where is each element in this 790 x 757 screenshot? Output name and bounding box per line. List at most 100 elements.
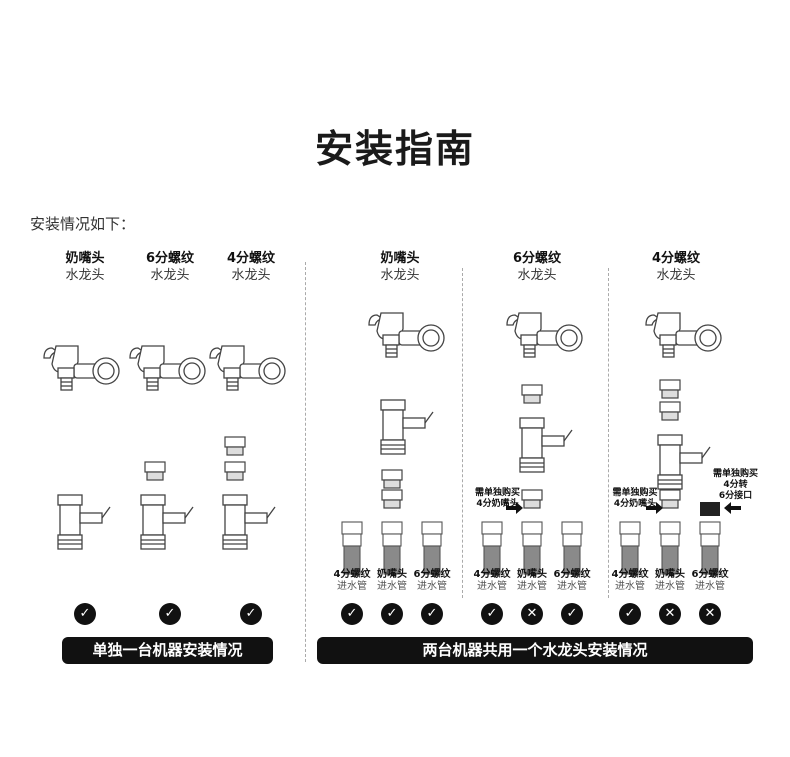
header-line1: 4分螺纹 — [651, 251, 701, 266]
header-line1: 6分螺纹 — [145, 251, 195, 266]
nipple-adapter — [659, 489, 681, 509]
header-nipple-faucet: 奶嘴头水龙头 — [40, 250, 130, 284]
note-line: 需单独购买 — [712, 469, 758, 479]
header-6fen-faucet-shared: 6分螺纹水龙头 — [492, 250, 582, 284]
coupler — [659, 401, 681, 421]
divider — [305, 262, 306, 662]
header-line2: 水龙头 — [231, 268, 271, 283]
inlet-pipe — [561, 521, 583, 575]
shared-faucet-banner: 两台机器共用一个水龙头安装情况 — [317, 637, 753, 664]
adapter-4to6 — [700, 502, 720, 516]
pipe-label-type: 4分螺纹 — [333, 569, 371, 580]
pipe-label-sub: 进水管 — [417, 581, 447, 592]
tee-valve — [222, 494, 276, 550]
inlet-pipe — [481, 521, 503, 575]
header-4fen-faucet-shared: 4分螺纹水龙头 — [631, 250, 721, 284]
check-icon: ✓ — [74, 603, 96, 625]
header-line2: 水龙头 — [517, 268, 557, 283]
header-line1: 奶嘴头 — [380, 251, 420, 266]
pipe-label-type: 4分螺纹 — [473, 569, 511, 580]
inlet-pipe — [699, 521, 721, 575]
intro-text: 安装情况如下： — [30, 215, 136, 233]
inlet-pipe — [619, 521, 641, 575]
header-4fen-faucet: 4分螺纹水龙头 — [206, 250, 296, 284]
inlet-pipe — [421, 521, 443, 575]
check-icon: ✓ — [481, 603, 503, 625]
pipe-label-sub: 进水管 — [557, 581, 587, 592]
nipple-adapter — [521, 489, 543, 509]
arrow-right-icon — [506, 502, 523, 514]
coupler — [381, 489, 403, 509]
single-machine-banner: 单独一台机器安装情况 — [62, 637, 273, 664]
coupler — [659, 379, 681, 399]
check-icon: ✓ — [240, 603, 262, 625]
arrow-right-icon — [646, 502, 663, 514]
faucet-nipple-shared — [368, 312, 445, 358]
faucet-nipple — [43, 345, 120, 391]
coupler — [224, 461, 246, 481]
coupler — [144, 461, 166, 481]
note-line: 4分奶嘴头 — [613, 499, 657, 509]
faucet-4fen — [209, 345, 286, 391]
check-icon: ✓ — [619, 603, 641, 625]
tee-valve — [57, 494, 111, 550]
pipe-label-type: 6分螺纹 — [691, 569, 729, 580]
tee-valve — [519, 417, 573, 473]
tee-valve — [657, 434, 711, 490]
tee-valve — [140, 494, 194, 550]
check-icon: ✓ — [159, 603, 181, 625]
coupler — [224, 436, 246, 456]
faucet-6fen — [129, 345, 206, 391]
header-line2: 水龙头 — [656, 268, 696, 283]
pipe-label: 6分螺纹进水管 — [407, 569, 457, 593]
coupler — [381, 469, 403, 489]
inlet-pipe — [659, 521, 681, 575]
pipe-label-type: 奶嘴头 — [517, 569, 547, 580]
pipe-label: 奶嘴头进水管 — [645, 569, 695, 593]
pipe-label-type: 6分螺纹 — [553, 569, 591, 580]
note-line: 需单独购买 — [474, 488, 520, 498]
pipe-label-sub: 进水管 — [695, 581, 725, 592]
divider — [608, 268, 609, 598]
pipe-label-sub: 进水管 — [477, 581, 507, 592]
pipe-label: 4分螺纹进水管 — [467, 569, 517, 593]
pipe-label-type: 6分螺纹 — [413, 569, 451, 580]
pipe-label: 奶嘴头进水管 — [367, 569, 417, 593]
coupler — [521, 384, 543, 404]
pipe-label: 4分螺纹进水管 — [605, 569, 655, 593]
header-line1: 4分螺纹 — [226, 251, 276, 266]
tee-valve — [380, 399, 434, 455]
cross-icon: ✕ — [659, 603, 681, 625]
check-icon: ✓ — [381, 603, 403, 625]
header-line2: 水龙头 — [150, 268, 190, 283]
inlet-pipe — [341, 521, 363, 575]
header-nipple-faucet-shared: 奶嘴头水龙头 — [355, 250, 445, 284]
pipe-label-sub: 进水管 — [517, 581, 547, 592]
divider — [462, 268, 463, 598]
faucet-4fen-shared — [645, 312, 722, 358]
pipe-label-sub: 进水管 — [337, 581, 367, 592]
header-line2: 水龙头 — [380, 268, 420, 283]
check-icon: ✓ — [341, 603, 363, 625]
pipe-label: 6分螺纹进水管 — [547, 569, 597, 593]
header-line1: 奶嘴头 — [65, 251, 105, 266]
check-icon: ✓ — [421, 603, 443, 625]
pipe-label: 6分螺纹进水管 — [685, 569, 735, 593]
pipe-label-type: 奶嘴头 — [377, 569, 407, 580]
arrow-left-icon — [724, 502, 741, 514]
pipe-label-sub: 进水管 — [377, 581, 407, 592]
pipe-label: 奶嘴头进水管 — [507, 569, 557, 593]
pipe-label-sub: 进水管 — [655, 581, 685, 592]
cross-icon: ✕ — [521, 603, 543, 625]
header-6fen-faucet: 6分螺纹水龙头 — [125, 250, 215, 284]
pipe-label-type: 奶嘴头 — [655, 569, 685, 580]
inlet-pipe — [381, 521, 403, 575]
header-line1: 6分螺纹 — [512, 251, 562, 266]
note-line: 需单独购买 — [612, 488, 658, 498]
pipe-label-sub: 进水管 — [615, 581, 645, 592]
note-line: 4分转 — [723, 480, 748, 490]
note-line: 4分奶嘴头 — [476, 499, 519, 509]
